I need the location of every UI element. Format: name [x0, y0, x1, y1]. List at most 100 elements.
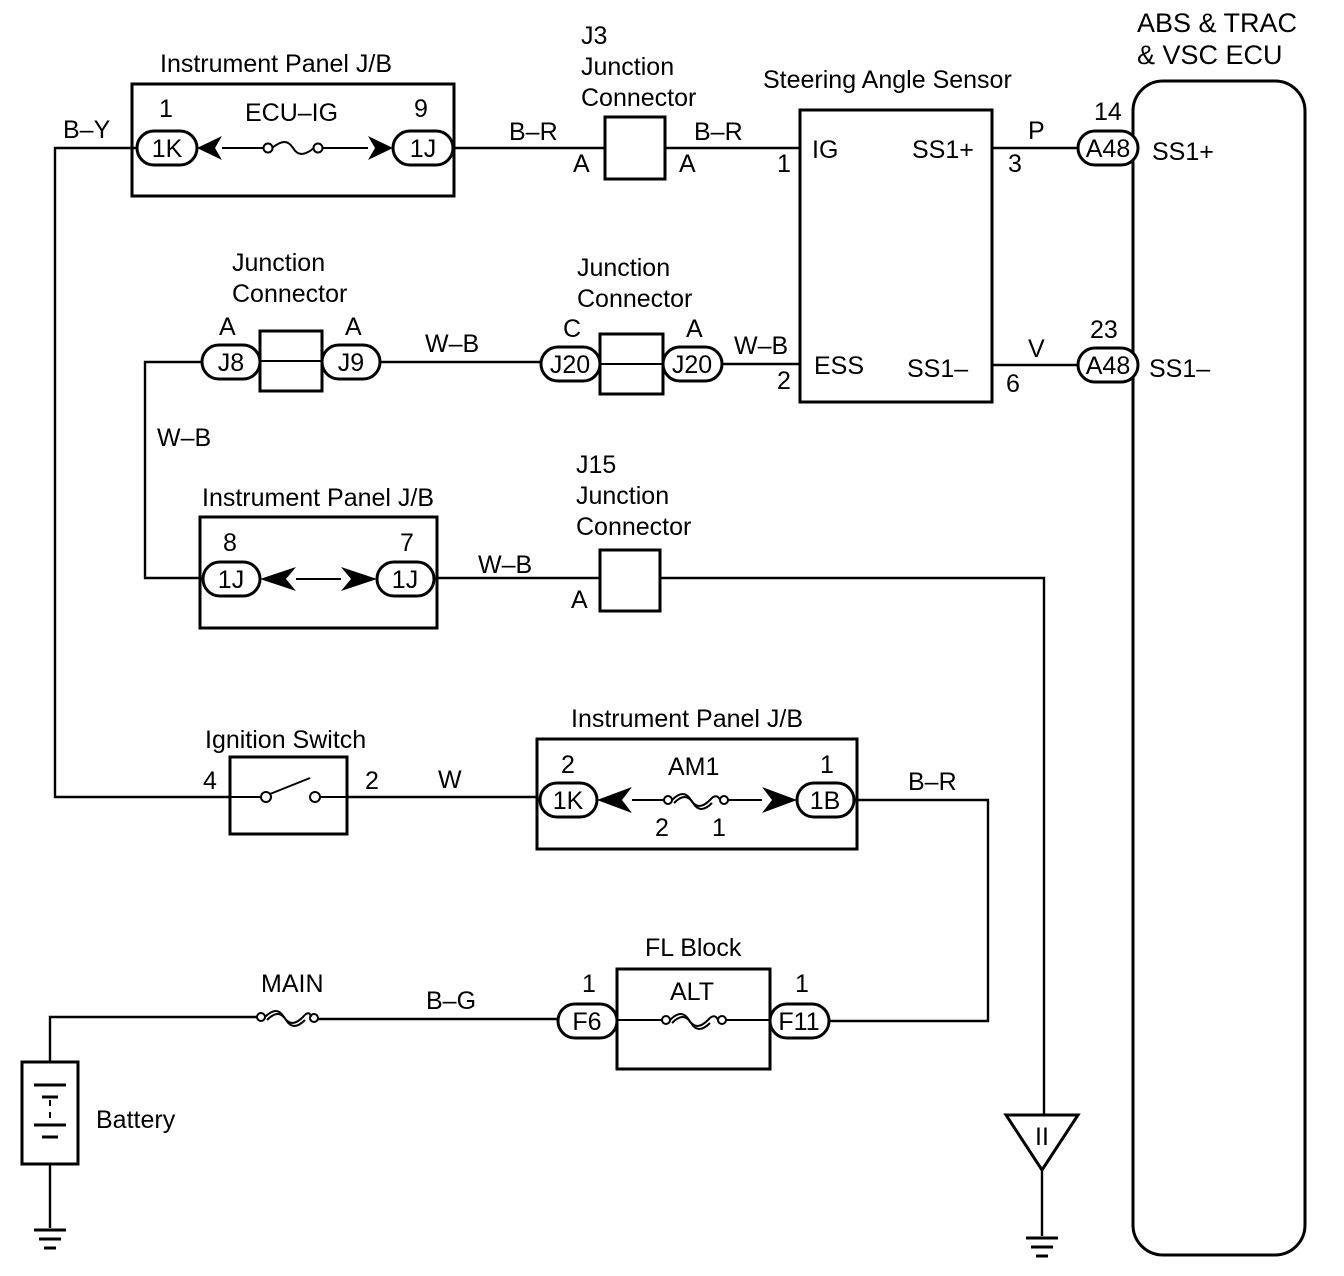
jb3-pin-left: 2 [561, 751, 575, 779]
ground-icon [1026, 1236, 1058, 1258]
ecu-ss1m-label: SS1– [1149, 355, 1210, 383]
ign-title: Ignition Switch [205, 726, 366, 754]
ground-icon [34, 1228, 66, 1250]
jb3-fuse-label: AM1 [668, 753, 719, 781]
wire-color-w: W [438, 766, 462, 794]
jb2-connector-left-label: 1J [218, 566, 244, 594]
sensor-ig-label: IG [812, 136, 838, 164]
arrow-left-icon [197, 136, 222, 160]
j3-pin-left: A [573, 150, 590, 178]
instrument-panel-jb-middle: Instrument Panel J/B 8 7 1J 1J [198, 484, 439, 630]
ign-pin-left: 4 [203, 767, 217, 795]
connector-a48-top [1076, 129, 1140, 167]
wire-color-bg: B–G [426, 987, 476, 1015]
jc1-line2: Connector [232, 280, 347, 308]
sensor-pin-ss1p: 3 [1008, 150, 1022, 178]
fl-pin-right: 1 [795, 970, 809, 998]
wire-color-br-1: B–R [509, 118, 558, 146]
junction-connector-j8-j9: Junction Connector A A J8 J9 [200, 249, 382, 393]
main-fuse-and-battery: B–G MAIN Battery [20, 970, 558, 1250]
jb2-title: Instrument Panel J/B [202, 484, 434, 512]
connector-j20-left [539, 345, 602, 383]
ignition-switch: Ignition Switch 4 2 [203, 726, 379, 836]
wire-color-br-2: B–R [694, 118, 743, 146]
arrow-left-icon [260, 567, 296, 591]
fuse-icon [262, 141, 324, 155]
connector-f6-label: F6 [572, 1008, 601, 1036]
ecu-title-line2: & VSC ECU [1137, 40, 1283, 70]
jb3-connector-left-label: 1K [553, 787, 584, 815]
fl-pin-left: 1 [582, 970, 596, 998]
junction-connector-j20: Junction Connector C A J20 J20 [539, 254, 724, 396]
jb3-title: Instrument Panel J/B [571, 705, 803, 733]
ground-reference: II [1003, 1113, 1081, 1258]
fuse-icon [661, 1013, 727, 1030]
jc2-line2: Connector [577, 285, 692, 313]
ecu-ss1p-label: SS1+ [1152, 138, 1214, 166]
wire-color-p: P [1028, 117, 1045, 145]
ecu-pin-14: 14 [1094, 98, 1122, 126]
jc1-line1: Junction [232, 249, 325, 277]
jb3-fuse-pin-right: 1 [712, 814, 726, 842]
jb2-connector-right-label: 1J [392, 566, 418, 594]
connector-j9-label: J9 [338, 349, 364, 377]
top-wiring: B–Y B–R B–R [53, 116, 800, 799]
jb3-fuse-pin-left: 2 [655, 814, 669, 842]
ecu-title-line1: ABS & TRAC [1137, 8, 1297, 38]
wb-wiring: W–B W–B W–B W–B [143, 330, 1046, 1115]
jb2-pin-right: 7 [400, 529, 414, 557]
wire-color-v: V [1028, 335, 1045, 363]
sensor-pin-ss1m: 6 [1006, 370, 1020, 398]
j3-line1: J3 [581, 22, 607, 50]
fl-title: FL Block [645, 934, 742, 962]
fl-block: FL Block ALT 1 1 F6 F11 [556, 934, 831, 1071]
switch-icon [230, 777, 347, 803]
sensor-ss1p-label: SS1+ [912, 136, 974, 164]
j3-line3: Connector [581, 84, 696, 112]
wire-color-wb-4: W–B [478, 551, 532, 579]
battery-label: Battery [96, 1106, 176, 1134]
triangle-ref-icon [1003, 1113, 1081, 1173]
jb2-pin-left: 8 [223, 529, 237, 557]
fuse-icon [256, 1010, 319, 1027]
j15-junction-connector: J15 Junction Connector A [571, 451, 691, 614]
wire-color-br-3: B–R [908, 768, 957, 796]
connector-j20-right-label: J20 [672, 351, 712, 379]
connector-a48-bottom-label: A48 [1086, 352, 1130, 380]
connector-a48-bottom [1076, 346, 1140, 384]
sensor-pin-ess: 2 [777, 367, 791, 395]
jb3-pin-right: 1 [820, 751, 834, 779]
arrow-right-icon [762, 787, 797, 813]
wire-color-by: B–Y [63, 116, 111, 144]
arrow-right-icon [368, 136, 393, 160]
sensor-pin-ig: 1 [777, 150, 791, 178]
jc2-line1: Junction [577, 254, 670, 282]
j3-pin-right: A [679, 150, 696, 178]
jb1-title: Instrument Panel J/B [160, 50, 392, 78]
jb1-pin-left: 1 [159, 95, 173, 123]
wire-color-wb-1: W–B [425, 330, 479, 358]
instrument-panel-jb-ecu-ig: Instrument Panel J/B 1 9 ECU–IG 1K 1J [130, 50, 456, 198]
wire-color-wb-2: W–B [734, 332, 788, 360]
connector-j8-label: J8 [218, 349, 244, 377]
jb1-fuse-label: ECU–IG [245, 99, 338, 127]
connector-a48-top-label: A48 [1086, 135, 1130, 163]
sensor-ecu-wiring: P V 14 23 A48 A48 [992, 98, 1140, 384]
connector-j20-left-label: J20 [550, 351, 590, 379]
jc2-pin-right: A [686, 315, 703, 343]
j15-pin: A [571, 586, 588, 614]
connector-f11-label: F11 [778, 1008, 819, 1036]
jc1-pin-right: A [345, 313, 362, 341]
fl-fuse-label: ALT [670, 978, 714, 1006]
battery-icon [34, 1083, 66, 1139]
j15-line2: Junction [576, 482, 669, 510]
ign-pin-right: 2 [365, 767, 379, 795]
sensor-title: Steering Angle Sensor [763, 66, 1012, 94]
jb1-pin-right: 9 [414, 95, 428, 123]
j15-line3: Connector [576, 513, 691, 541]
fuse-icon [663, 793, 729, 810]
jc2-pin-left: C [563, 315, 581, 343]
jb1-connector-right-label: 1J [410, 135, 436, 163]
j3-junction-connector: J3 Junction Connector A A [573, 22, 696, 181]
instrument-panel-jb-am1: Instrument Panel J/B 2 1 AM1 2 1 1K 1B [535, 705, 859, 851]
